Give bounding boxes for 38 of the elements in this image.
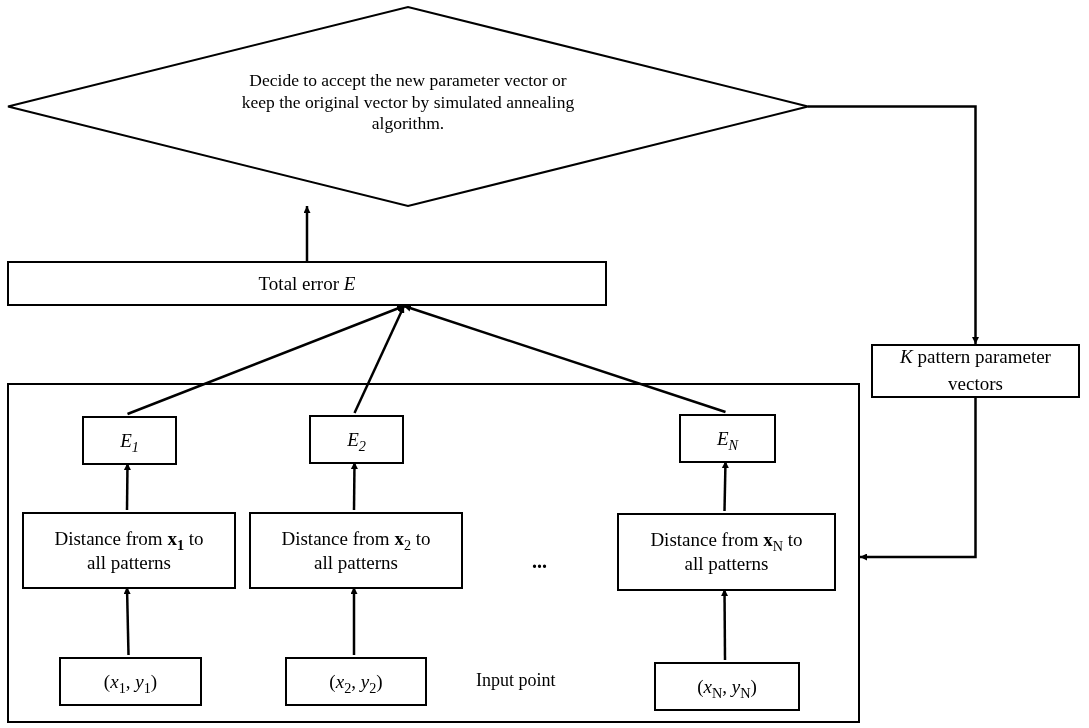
box-text: Total error E	[257, 271, 357, 296]
process-box	[617, 513, 836, 591]
ellipsis-text: ...	[532, 550, 547, 573]
arrow	[303, 206, 311, 261]
arrow	[353, 305, 406, 414]
box-text: Distance from x$_{N}$ to all patterns	[649, 528, 804, 576]
process-box	[82, 416, 177, 465]
group-frame	[7, 383, 860, 723]
arrow	[123, 586, 131, 656]
box-text: Decide to accept the new parameter vector or keep the original vector by simulated annealing algorithm.	[240, 69, 576, 136]
process-box	[654, 662, 800, 711]
box-text: E$_{1}$	[119, 428, 140, 453]
label-text: Input point	[476, 670, 556, 691]
box-text: Distance from x$_{2}$ to all patterns	[280, 526, 432, 575]
process-box	[309, 415, 404, 464]
process-box	[871, 344, 1080, 398]
box-text: Distance from x$_{1}$ to all patterns	[53, 526, 205, 575]
arrow	[123, 463, 131, 510]
process-box	[7, 261, 607, 306]
process-box	[249, 512, 463, 589]
box-text: K pattern parameter vectors	[899, 345, 1052, 396]
process-box	[22, 512, 236, 589]
process-box	[59, 657, 202, 706]
box-text: (x$_{2}$, y$_{2}$)	[328, 669, 384, 694]
box-text: (x$_{N}$, y$_{N}$)	[696, 674, 758, 699]
box-text: (x$_{1}$, y$_{1}$)	[102, 669, 159, 694]
box-text: E$_{N}$	[715, 426, 740, 451]
arrow	[721, 460, 729, 512]
arrow	[350, 462, 358, 510]
process-box	[285, 657, 427, 706]
arrow	[127, 304, 405, 416]
arrow	[403, 304, 726, 414]
process-box	[679, 414, 776, 463]
box-text: E$_{2}$	[346, 427, 367, 452]
arrow	[721, 589, 729, 660]
arrow	[808, 105, 979, 344]
arrow	[860, 398, 977, 561]
arrow	[350, 587, 358, 655]
